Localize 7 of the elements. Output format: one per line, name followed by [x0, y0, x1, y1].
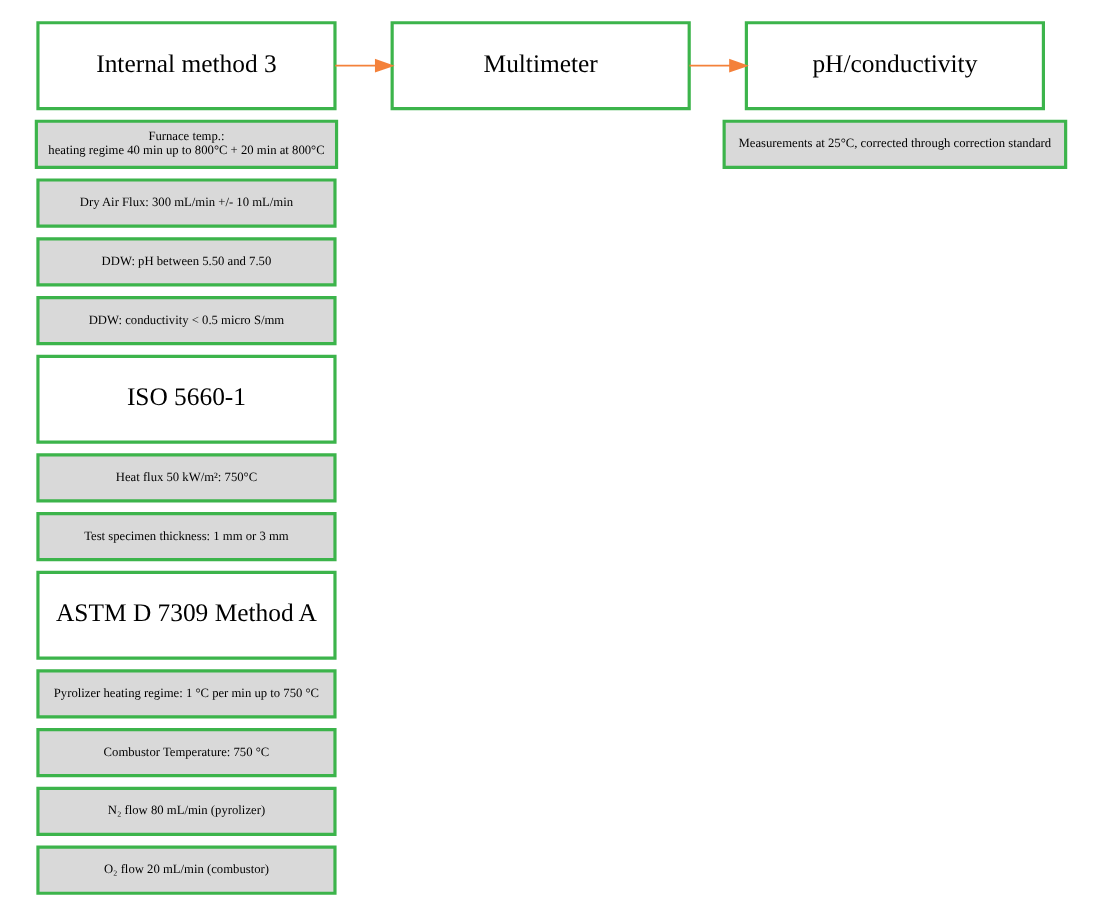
node-box: ASTM D 7309 Method A — [35, 570, 336, 660]
arrow — [687, 58, 748, 73]
node-box: Internal method 3 — [35, 21, 336, 111]
node-box: ISO 5660-1 — [35, 354, 336, 444]
node-box: pH/conductivity — [743, 21, 1044, 111]
arrow — [333, 58, 394, 73]
node-box: Multimeter — [389, 21, 690, 111]
